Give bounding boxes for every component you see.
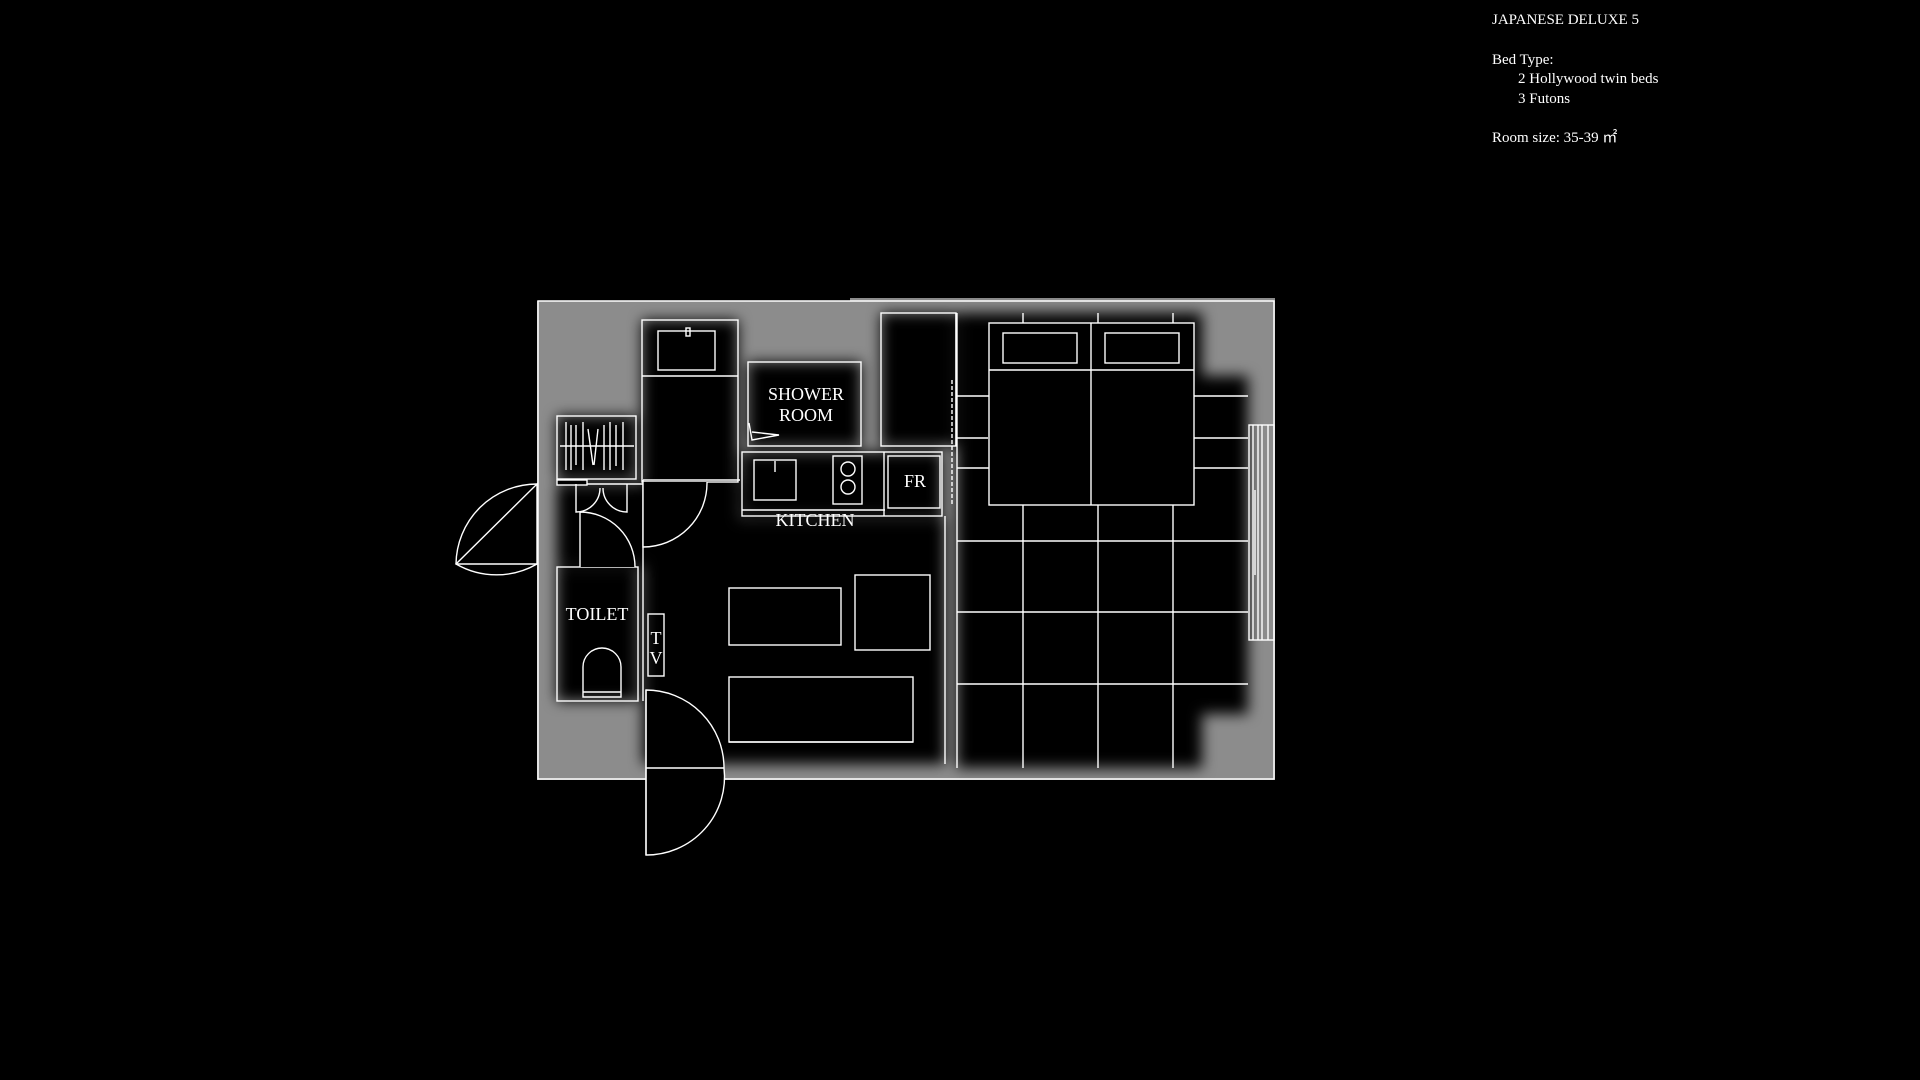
faucet bbox=[685, 327, 691, 337]
stool bbox=[854, 574, 931, 651]
shower-door bbox=[748, 422, 780, 441]
tv-label-line2: V bbox=[650, 648, 663, 668]
pillow bbox=[1002, 332, 1078, 364]
shower-room-label-line2: ROOM bbox=[779, 405, 833, 425]
stove-burner bbox=[840, 461, 856, 477]
bed-type-label: Bed Type: bbox=[1492, 51, 1554, 68]
toilet-door bbox=[579, 511, 636, 568]
front-door-swing bbox=[454, 482, 538, 576]
kitchen-sink bbox=[753, 459, 797, 501]
bath-door bbox=[642, 481, 708, 548]
room-info: JAPANESE DELUXE 5 Bed Type: 2 Hollywood … bbox=[1492, 11, 1658, 149]
doors bbox=[454, 479, 726, 856]
bed-entry: 2 Hollywood twin beds bbox=[1518, 71, 1659, 87]
closet-door-right bbox=[602, 484, 628, 513]
room-size: Room size: 35-39 ㎡ bbox=[1492, 130, 1618, 146]
tv-label-line1: T bbox=[651, 628, 662, 648]
stove bbox=[832, 455, 863, 505]
closet-door-left bbox=[575, 484, 601, 513]
pillow bbox=[1104, 332, 1180, 364]
fridge-label: FR bbox=[904, 471, 926, 491]
cabinet-hatching bbox=[565, 422, 624, 470]
stove-burner bbox=[840, 479, 856, 495]
plan-lines bbox=[556, 312, 1275, 768]
front-door-arc bbox=[455, 483, 538, 565]
kitchen-label: KITCHEN bbox=[776, 510, 855, 530]
shower-room-label-line1: SHOWER bbox=[768, 384, 844, 404]
window bbox=[1248, 424, 1275, 641]
room-name: JAPANESE DELUXE 5 bbox=[1492, 12, 1639, 28]
living-door-upper bbox=[645, 689, 725, 769]
bed-entry: 3 Futons bbox=[1518, 90, 1571, 107]
shower-room-outline bbox=[747, 361, 862, 447]
living-door-lower bbox=[645, 767, 726, 856]
toilet-label: TOILET bbox=[566, 604, 629, 624]
room-labels: SHOWER ROOM KITCHEN FR TOILET T V bbox=[566, 384, 926, 668]
dining-table bbox=[728, 587, 842, 646]
toilet-bowl bbox=[582, 647, 622, 698]
fridge bbox=[887, 455, 941, 509]
kitchen-counter bbox=[741, 451, 943, 517]
tv-unit bbox=[647, 613, 665, 677]
shoe-cabinet bbox=[556, 415, 637, 480]
